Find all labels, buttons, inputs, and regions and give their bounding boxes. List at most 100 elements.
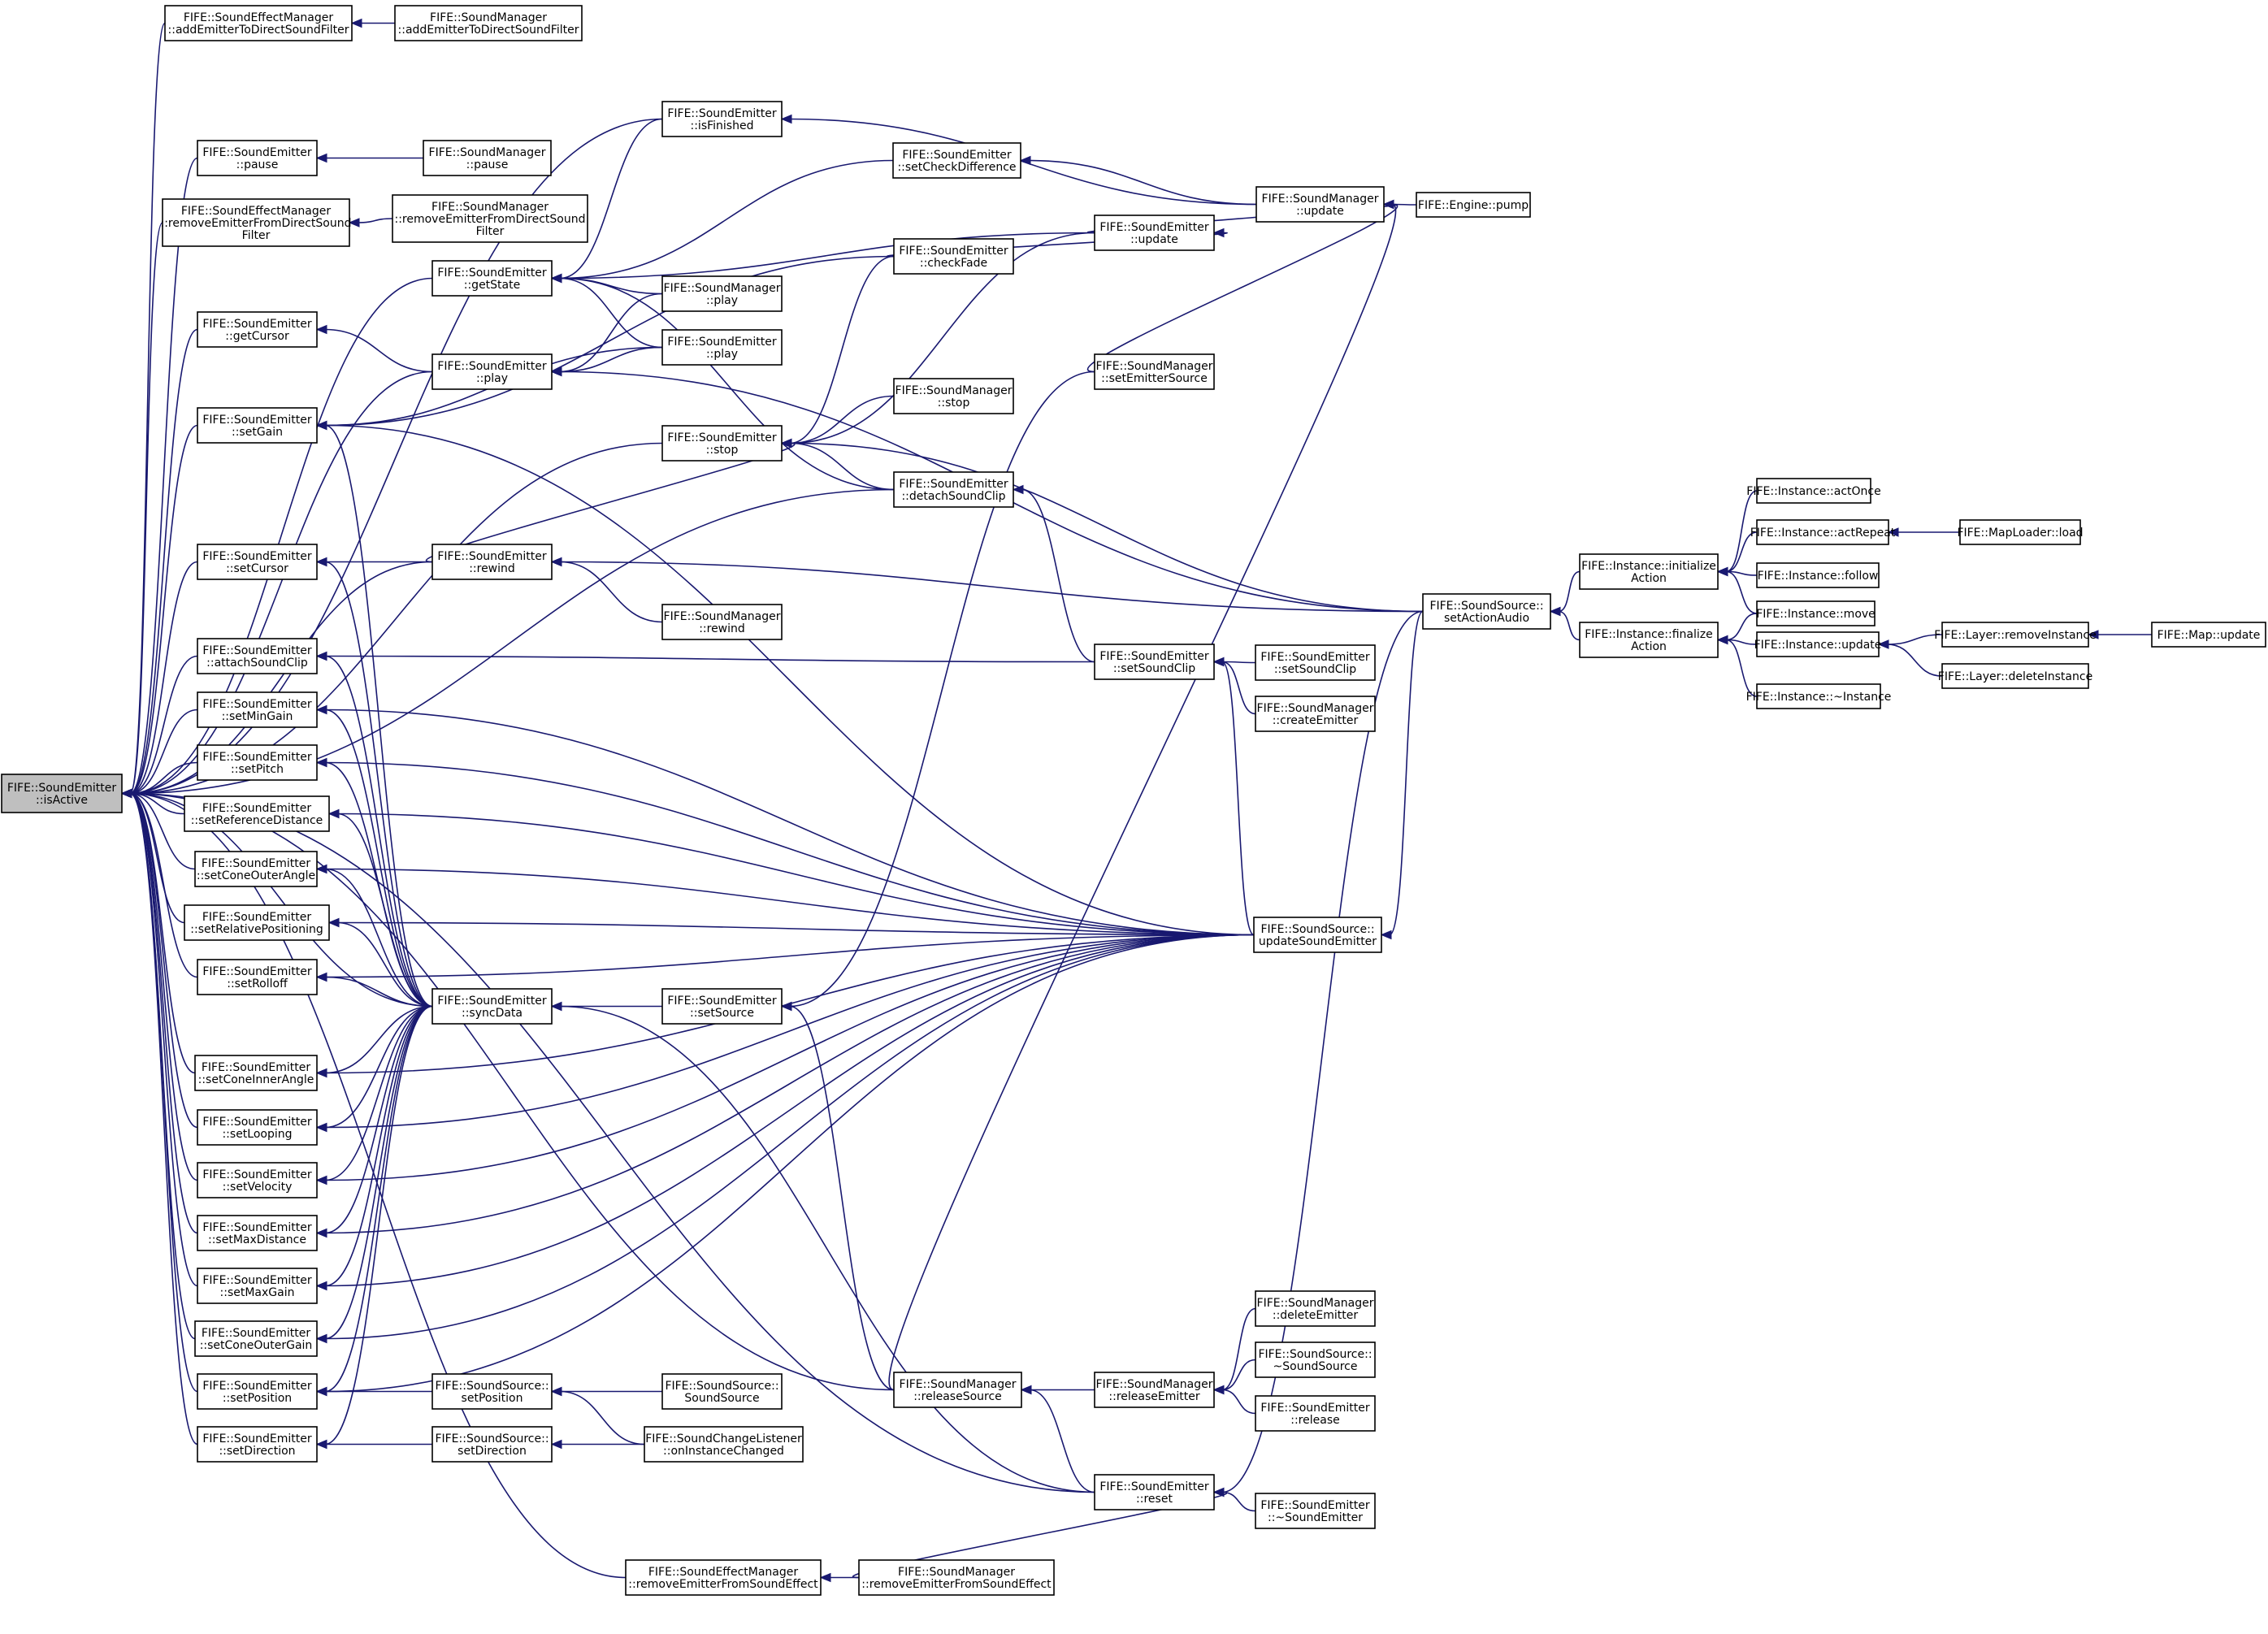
- function-node[interactable]: FIFE::SoundEmitter::setMinGain: [197, 691, 318, 728]
- function-node[interactable]: FIFE::SoundEmitter::setMaxGain: [197, 1268, 318, 1304]
- function-node[interactable]: FIFE::SoundEffectManager::removeEmitterF…: [625, 1559, 822, 1596]
- function-node[interactable]: FIFE::Layer::removeInstance: [1934, 622, 2097, 648]
- call-edge: [315, 934, 1255, 1291]
- function-node[interactable]: FIFE::SoundEmitter::setLooping: [197, 1109, 318, 1146]
- function-node[interactable]: FIFE::SoundEmitter::setConeInnerAngle: [194, 1055, 318, 1091]
- function-node[interactable]: FIFE::SoundEmitter::isFinished: [661, 101, 783, 137]
- node-label: FIFE::Engine::pump: [1418, 199, 1529, 212]
- node-label: FIFE::SoundEmitter: [202, 1061, 311, 1074]
- function-node[interactable]: FIFE::SoundEmitter::detachSoundClip: [893, 471, 1014, 508]
- call-edge: [1212, 1385, 1256, 1415]
- function-node[interactable]: FIFE::SoundSource::SoundSource: [661, 1373, 783, 1410]
- node-label: ::isActive: [36, 794, 88, 807]
- function-node[interactable]: FIFE::SoundEmitter::setReferenceDistance: [184, 795, 330, 832]
- function-node[interactable]: FIFE::SoundEmitter::reset: [1094, 1474, 1215, 1510]
- function-node[interactable]: FIFE::Instance::follow: [1756, 562, 1880, 588]
- function-node[interactable]: FIFE::SoundEmitter::setRolloff: [197, 959, 318, 995]
- function-node[interactable]: FIFE::SoundEmitter::play: [431, 353, 553, 390]
- node-label: ::syncData: [462, 1007, 523, 1020]
- function-node[interactable]: FIFE::SoundEmitter::setCheckDifference: [892, 142, 1021, 179]
- function-node[interactable]: FIFE::Instance::~Instance: [1746, 683, 1892, 709]
- function-node[interactable]: FIFE::SoundSource::setPosition: [431, 1373, 553, 1410]
- function-node[interactable]: FIFE::SoundEmitter::setPitch: [197, 744, 318, 781]
- function-node[interactable]: FIFE::SoundSource::~SoundSource: [1255, 1341, 1376, 1378]
- function-node[interactable]: FIFE::Instance::actOnce: [1746, 478, 1881, 504]
- function-node[interactable]: FIFE::SoundEmitter::getCursor: [197, 311, 318, 348]
- call-edge: [315, 934, 1255, 1344]
- node-label: ::onInstanceChanged: [663, 1445, 784, 1458]
- arrowhead-icon: [315, 1228, 327, 1238]
- function-node[interactable]: FIFE::SoundEmitter::rewind: [431, 544, 553, 580]
- function-node[interactable]: FIFE::SoundEmitter::setCursor: [197, 544, 318, 580]
- function-node[interactable]: FIFE::Engine::pump: [1416, 192, 1531, 218]
- function-node[interactable]: FIFE::SoundManager::addEmitterToDirectSo…: [394, 5, 583, 41]
- call-edge: [315, 1005, 433, 1185]
- function-node[interactable]: FIFE::Instance::actRepeat: [1750, 519, 1896, 545]
- function-node[interactable]: FIFE::SoundEmitter::checkFade: [893, 238, 1014, 275]
- function-node[interactable]: FIFE::SoundManager::rewind: [661, 604, 783, 640]
- function-node[interactable]: FIFE::SoundManager::pause: [423, 140, 552, 176]
- function-node[interactable]: FIFE::SoundEmitter::setVelocity: [197, 1162, 318, 1198]
- node-label: FIFE::SoundEmitter: [202, 1380, 312, 1393]
- function-node[interactable]: FIFE::Map::update: [2151, 622, 2266, 648]
- function-node[interactable]: FIFE::SoundEmitter::syncData: [431, 988, 553, 1025]
- node-label: ::releaseEmitter: [1108, 1390, 1199, 1403]
- node-label: FIFE::SoundEmitter: [7, 782, 117, 795]
- function-node[interactable]: FIFE::SoundManager::releaseSource: [893, 1372, 1022, 1408]
- node-label: updateSoundEmitter: [1259, 935, 1377, 948]
- function-node[interactable]: FIFE::SoundEmitter::setDirection: [197, 1426, 318, 1463]
- node-layer: FIFE::SoundEmitter::isActiveFIFE::SoundE…: [1, 5, 2266, 1596]
- function-node[interactable]: FIFE::SoundChangeListener::onInstanceCha…: [644, 1426, 804, 1463]
- function-node[interactable]: FIFE::SoundEmitter::setSoundClip: [1255, 644, 1376, 681]
- function-node[interactable]: FIFE::SoundEmitter::release: [1255, 1395, 1376, 1432]
- function-node[interactable]: FIFE::SoundSource::updateSoundEmitter: [1253, 917, 1382, 953]
- function-node[interactable]: FIFE::SoundEmitter::pause: [197, 140, 318, 176]
- function-node[interactable]: FIFE::SoundEmitter::play: [661, 329, 783, 366]
- function-node[interactable]: FIFE::SoundEmitter::setConeOuterGain: [194, 1320, 318, 1357]
- function-node[interactable]: FIFE::SoundEmitter::setMaxDistance: [197, 1215, 318, 1251]
- root-node[interactable]: FIFE::SoundEmitter::isActive: [1, 774, 123, 813]
- call-edge: [315, 557, 432, 567]
- function-node[interactable]: FIFE::SoundEmitter::stop: [661, 425, 783, 462]
- function-node[interactable]: FIFE::SoundEmitter::setSource: [661, 988, 783, 1025]
- function-node[interactable]: FIFE::SoundEmitter::setPosition: [197, 1373, 318, 1410]
- function-node[interactable]: FIFE::SoundEffectManager::removeEmitterF…: [160, 198, 352, 247]
- function-node[interactable]: FIFE::Instance::update: [1754, 631, 1882, 657]
- node-label: ::checkFade: [920, 257, 987, 270]
- function-node[interactable]: FIFE::SoundEmitter::setGain: [197, 407, 318, 444]
- function-node[interactable]: FIFE::SoundEffectManager::addEmitterToDi…: [164, 5, 353, 41]
- node-label: FIFE::SoundSource::: [1429, 600, 1543, 613]
- call-edge: [315, 934, 1255, 1238]
- node-label: FIFE::SoundEmitter: [202, 1116, 312, 1129]
- function-node[interactable]: FIFE::SoundSource::setDirection: [431, 1426, 553, 1463]
- function-node[interactable]: FIFE::SoundManager::update: [1255, 186, 1385, 223]
- node-label: FIFE::SoundEffectManager: [181, 205, 332, 218]
- function-node[interactable]: FIFE::SoundEmitter::getState: [431, 260, 553, 297]
- function-node[interactable]: FIFE::SoundManager::stop: [893, 378, 1014, 414]
- function-node[interactable]: FIFE::Layer::deleteInstance: [1938, 663, 2092, 689]
- node-label: ~SoundSource: [1273, 1360, 1358, 1373]
- function-node[interactable]: FIFE::SoundManager::removeEmitterFromDir…: [392, 194, 588, 243]
- function-node[interactable]: FIFE::SoundManager::play: [661, 275, 783, 312]
- function-node[interactable]: FIFE::SoundEmitter::update: [1094, 215, 1215, 251]
- node-label: ::removeEmitterFromSoundEffect: [861, 1578, 1052, 1591]
- function-node[interactable]: FIFE::Instance::move: [1756, 600, 1876, 626]
- function-node[interactable]: FIFE::SoundManager::deleteEmitter: [1255, 1290, 1376, 1327]
- function-node[interactable]: FIFE::SoundEmitter::setSoundClip: [1094, 644, 1215, 680]
- function-node[interactable]: FIFE::SoundManager::removeEmitterFromSou…: [858, 1559, 1055, 1596]
- arrowhead-icon: [350, 18, 362, 28]
- function-node[interactable]: FIFE::SoundEmitter::attachSoundClip: [197, 638, 318, 674]
- node-label: ::setDirection: [219, 1445, 295, 1458]
- function-node[interactable]: FIFE::SoundSource::setActionAudio: [1422, 593, 1551, 630]
- function-node[interactable]: FIFE::SoundManager::releaseEmitter: [1094, 1372, 1215, 1408]
- node-label: ::addEmitterToDirectSoundFilter: [398, 24, 579, 37]
- function-node[interactable]: FIFE::SoundEmitter::setConeOuterAngle: [194, 851, 318, 887]
- function-node[interactable]: FIFE::SoundManager::setEmitterSource: [1094, 353, 1215, 390]
- function-node[interactable]: FIFE::MapLoader::load: [1957, 519, 2084, 545]
- function-node[interactable]: FIFE::SoundManager::createEmitter: [1255, 696, 1376, 732]
- function-node[interactable]: FIFE::SoundEmitter::~SoundEmitter: [1255, 1493, 1376, 1529]
- function-node[interactable]: FIFE::SoundEmitter::setRelativePositioni…: [184, 904, 330, 941]
- node-label: ::release: [1290, 1414, 1339, 1427]
